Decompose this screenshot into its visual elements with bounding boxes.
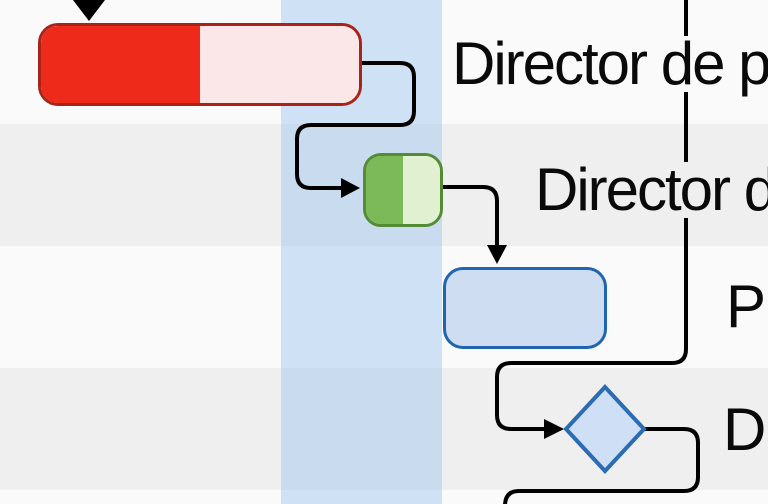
task-label[interactable]: Director de xyxy=(525,160,768,220)
dependency-connector[interactable] xyxy=(295,61,416,190)
task-label[interactable]: D xyxy=(713,400,768,460)
task-label[interactable]: Director de p xyxy=(442,34,768,94)
connector-arrowhead-icon xyxy=(73,0,105,21)
task-bar[interactable] xyxy=(38,23,362,106)
task-progress-fill xyxy=(41,26,200,103)
task-remaining-fill xyxy=(200,26,359,103)
dependency-connector[interactable] xyxy=(443,185,499,245)
task-label[interactable]: Pr xyxy=(716,277,768,337)
task-progress-fill xyxy=(366,156,403,224)
connector-arrowhead-icon xyxy=(544,419,564,439)
dependency-connector[interactable] xyxy=(503,427,700,504)
milestone-diamond[interactable] xyxy=(563,384,647,474)
connector-arrowhead-icon xyxy=(487,245,507,264)
connector-arrowhead-icon xyxy=(341,178,360,198)
task-remaining-fill xyxy=(403,156,440,224)
dependency-connector[interactable] xyxy=(495,0,688,431)
task-bar[interactable] xyxy=(363,153,443,227)
task-bar[interactable] xyxy=(443,267,607,349)
